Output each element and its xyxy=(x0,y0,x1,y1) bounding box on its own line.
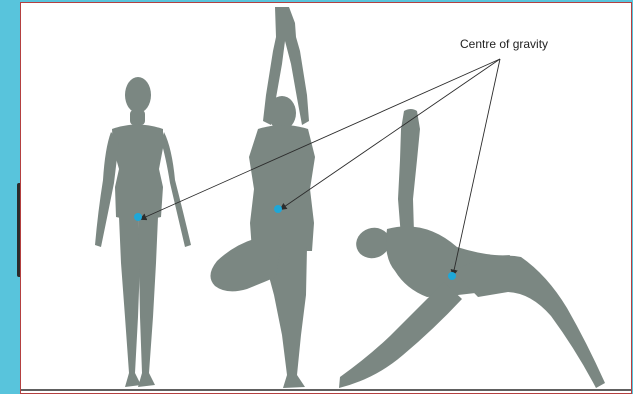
standing-figure xyxy=(95,77,191,387)
tree-pose-figure xyxy=(210,7,315,388)
gravity-point-triangle xyxy=(448,272,456,280)
centre-of-gravity-label: Centre of gravity xyxy=(460,37,548,51)
arrow-to-tree xyxy=(281,59,500,209)
gravity-point-tree xyxy=(274,205,282,213)
arrow-to-standing xyxy=(141,59,500,219)
triangle-pose-figure xyxy=(339,109,605,388)
centre-of-gravity-figure: Centre of gravity xyxy=(20,2,632,394)
gravity-point-standing xyxy=(134,213,142,221)
diagram-canvas xyxy=(21,3,632,394)
arrow-to-triangle xyxy=(453,59,500,275)
